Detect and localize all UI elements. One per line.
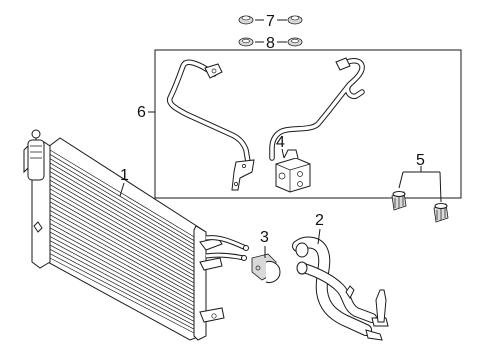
part-1-condenser [23, 129, 249, 341]
condenser-fin-line [49, 188, 197, 273]
condenser-fin-line [49, 197, 197, 281]
callout-2: 2 [315, 212, 324, 229]
condenser-fin-line [49, 179, 197, 266]
condenser-fin-line [49, 240, 197, 319]
condenser-fin-line [49, 218, 197, 300]
condenser-fin-line [49, 244, 197, 323]
condenser-fin-line [49, 158, 197, 246]
condenser-fin-line [49, 162, 197, 250]
part-6-cooler-tubes [166, 57, 365, 191]
callout-7: 7 [266, 13, 275, 30]
condenser-fin-line [49, 227, 197, 308]
condenser-fin-line [49, 236, 197, 316]
part-8-o-rings [238, 37, 303, 47]
part-3-clamp [251, 253, 281, 283]
part-7-plug-caps [238, 15, 303, 25]
condenser-fin-line [49, 223, 197, 304]
callout-8: 8 [266, 35, 275, 52]
condenser-fin-line [49, 149, 197, 239]
condenser-fin-line [49, 184, 197, 270]
part-6-detail-box [154, 49, 462, 199]
condenser-fin-line [49, 257, 197, 335]
callout-5: 5 [416, 152, 425, 169]
part-2-hose-assembly [292, 236, 389, 341]
condenser-fin-line [49, 175, 197, 262]
part-4-oil-cooler-block [275, 149, 311, 193]
condenser-fin-line [49, 166, 197, 254]
callout-3: 3 [260, 229, 269, 246]
part-5-caps [391, 166, 449, 223]
callout-4-leader [281, 148, 285, 159]
condenser-fin-line [49, 171, 197, 258]
condenser-fin-line [49, 154, 197, 243]
condenser-fin-line [49, 192, 197, 277]
condenser-fin-line [49, 201, 197, 285]
callout-1: 1 [120, 167, 129, 184]
callout-2-leader [317, 228, 321, 245]
condenser-fin-line [49, 249, 197, 327]
callout-6: 6 [137, 104, 146, 121]
condenser-fin-line [49, 253, 197, 331]
condenser-fin-line [49, 210, 197, 293]
callout-4: 4 [276, 134, 285, 151]
condenser-fin-line [49, 231, 197, 312]
callout-1-leader [119, 182, 125, 197]
condenser-fin-line [49, 214, 197, 296]
condenser-fin-line [49, 205, 197, 289]
